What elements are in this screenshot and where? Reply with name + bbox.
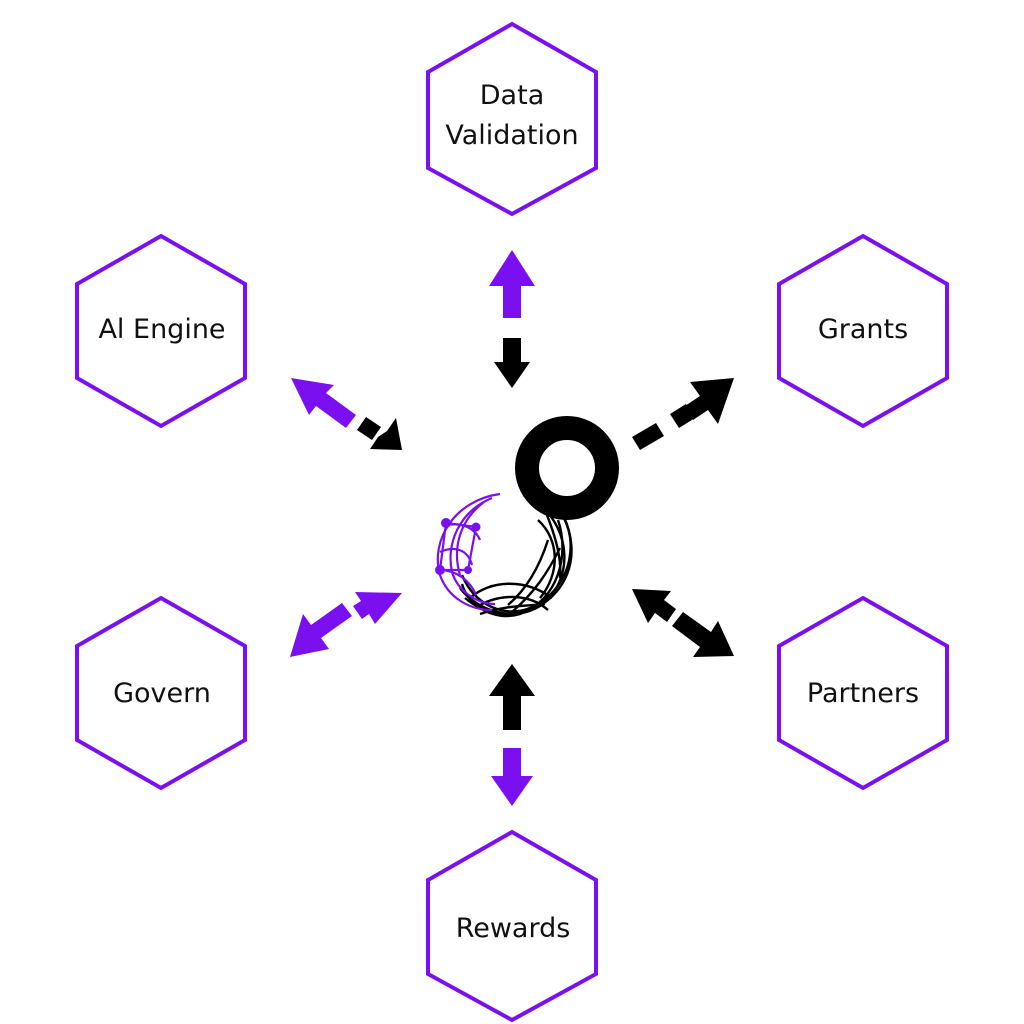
node-label-data: Data bbox=[480, 80, 544, 111]
node-ai-engine: Al Engine bbox=[75, 233, 247, 429]
hexagon-shape bbox=[75, 595, 247, 791]
connector-partners bbox=[632, 589, 734, 657]
arrow-downleft-accent bbox=[290, 603, 352, 657]
node-label-validation: Validation bbox=[445, 120, 578, 151]
network-orb-logo-icon bbox=[435, 416, 619, 618]
arrow-down-ink bbox=[494, 338, 530, 388]
node-label-govern: Govern bbox=[113, 678, 211, 709]
node-govern: Govern bbox=[75, 595, 247, 791]
node-grants: Grants bbox=[777, 233, 949, 429]
node-data-validation: Data Validation bbox=[426, 21, 598, 217]
node-label-ai-engine: Al Engine bbox=[98, 314, 225, 345]
hexagon-shape bbox=[426, 21, 598, 217]
node-rewards: Rewards bbox=[426, 829, 598, 1023]
node-partners: Partners bbox=[777, 595, 949, 791]
arrow-up-ink bbox=[489, 664, 535, 730]
dash-ink bbox=[357, 417, 381, 440]
hexagon-shape bbox=[777, 595, 949, 791]
connector-data-validation bbox=[489, 250, 535, 388]
dash-ink bbox=[632, 423, 664, 450]
hexagon-shape bbox=[777, 233, 949, 429]
logo-nodes-accent bbox=[435, 518, 481, 575]
logo-node bbox=[441, 518, 451, 528]
arrow-down-accent bbox=[491, 748, 533, 806]
arrow-downright-ink bbox=[370, 418, 402, 450]
connector-rewards bbox=[489, 664, 535, 806]
logo-node bbox=[435, 565, 445, 575]
connector-grants bbox=[632, 378, 734, 450]
arrow-upleft-accent bbox=[291, 378, 356, 428]
connector-govern bbox=[290, 592, 402, 657]
arrow-up-accent bbox=[489, 250, 535, 318]
logo-node bbox=[464, 566, 472, 574]
hexagon-shape bbox=[426, 829, 598, 1023]
arrow-downright-ink bbox=[672, 612, 734, 657]
arrow-upleft-ink bbox=[632, 589, 676, 623]
hexagon-shape bbox=[75, 233, 247, 429]
connector-ai-engine bbox=[291, 378, 402, 450]
logo-mesh-accent bbox=[436, 492, 501, 612]
arrow-upright-ink bbox=[685, 378, 734, 424]
logo-ring bbox=[515, 416, 619, 520]
node-label-grants: Grants bbox=[818, 314, 908, 345]
node-label-rewards: Rewards bbox=[456, 913, 571, 944]
logo-mesh-ink bbox=[459, 493, 573, 618]
arrow-upright-accent bbox=[353, 592, 402, 624]
logo-node bbox=[471, 522, 481, 532]
node-label-partners: Partners bbox=[807, 678, 919, 709]
